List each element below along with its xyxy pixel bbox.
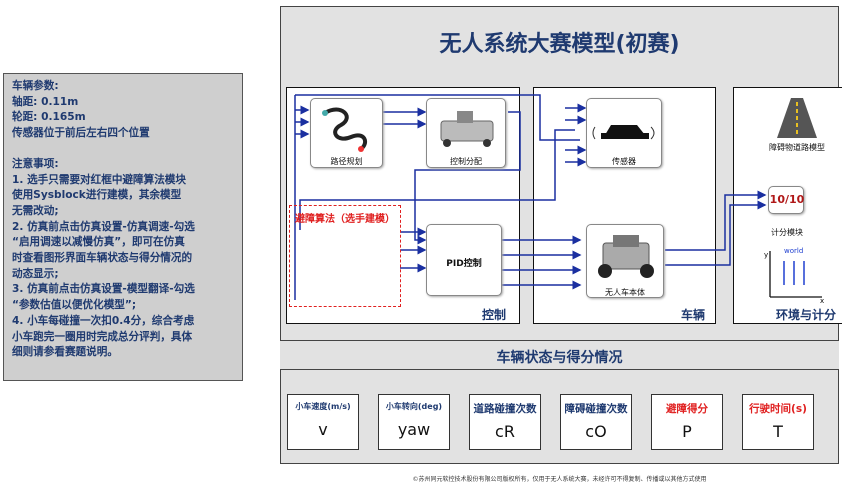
status-display-label: 小车速度(m/s) bbox=[295, 402, 351, 411]
path-icon bbox=[322, 107, 368, 152]
info-line: 无需改动; bbox=[12, 204, 59, 217]
status-display-label: 小车转向(deg) bbox=[385, 402, 443, 411]
info-line: 2. 仿真前点击仿真设置-仿真调速-勾选 bbox=[12, 220, 195, 233]
status-display: 道路碰撞次数 cR bbox=[469, 394, 541, 450]
copyright-footer: ©苏州同元软控技术股份有限公司版权所有，仅用于无人系统大赛，未经许可不得复制、传… bbox=[412, 476, 707, 483]
control-dispatch-block[interactable]: 控制分配 bbox=[426, 98, 506, 168]
world-block[interactable]: y x world bbox=[762, 245, 828, 303]
info-line: 动态显示; bbox=[12, 267, 59, 280]
world-label: world bbox=[784, 247, 804, 255]
status-display: 小车速度(m/s) v bbox=[287, 394, 359, 450]
status-display: 小车转向(deg) yaw bbox=[378, 394, 450, 450]
status-display: 障碍碰撞次数 cO bbox=[560, 394, 632, 450]
svg-text:y: y bbox=[764, 251, 768, 259]
pid-control-block[interactable]: PID控制 bbox=[426, 224, 502, 296]
pid-control-label: PID控制 bbox=[446, 259, 482, 269]
vehicle-group-label: 车辆 bbox=[681, 308, 706, 322]
model-title: 无人系统大赛模型(初赛) bbox=[439, 32, 680, 57]
info-line: “参数估值以便优化模型”; bbox=[12, 299, 137, 312]
status-display: 行驶时间(s) T bbox=[742, 394, 814, 450]
control-dispatch-label: 控制分配 bbox=[450, 157, 482, 166]
world-axes-icon: y x bbox=[764, 251, 824, 303]
info-line: 3. 仿真前点击仿真设置-模型翻译-勾选 bbox=[12, 283, 195, 296]
vehicle-body-label: 无人车本体 bbox=[605, 288, 645, 297]
info-line: 小车跑完一圈用时完成总分评判，具体 bbox=[12, 330, 193, 343]
status-title: 车辆状态与得分情况 bbox=[496, 350, 623, 366]
info-panel: 车辆参数: 轴距: 0.11m 轮距: 0.165m 传感器位于前后左右四个位置注意事… bbox=[3, 73, 243, 381]
vehicle-board-icon bbox=[440, 111, 494, 147]
info-line: 车辆参数: bbox=[12, 80, 59, 92]
status-display-value: P bbox=[682, 422, 692, 441]
status-display-value: cO bbox=[585, 422, 607, 441]
avoid-algorithm-label: 避障算法（选手建模） bbox=[295, 214, 395, 225]
obstacle-road-label: 障碍物道路模型 bbox=[769, 143, 825, 152]
status-display-label: 避障得分 bbox=[666, 403, 708, 415]
info-line: 轴距: 0.11m bbox=[12, 95, 79, 108]
env-group-label: 环境与计分 bbox=[776, 308, 837, 322]
path-planning-block[interactable]: 路径规划 bbox=[310, 98, 383, 168]
control-group-label: 控制 bbox=[482, 308, 507, 322]
car-sensor-icon bbox=[592, 125, 655, 140]
status-display-value: v bbox=[318, 420, 328, 439]
info-line: 传感器位于前后左右四个位置 bbox=[12, 127, 150, 140]
info-line: 注意事项: bbox=[12, 157, 59, 170]
info-line: 细则请参看赛题说明。 bbox=[12, 346, 118, 359]
vehicle-body-block[interactable]: 无人车本体 bbox=[586, 224, 664, 298]
status-bar bbox=[280, 340, 839, 370]
info-line: “启用调速以减慢仿真”，即可在仿真 bbox=[12, 236, 185, 249]
status-display-value: yaw bbox=[397, 420, 431, 439]
info-line: 1. 选手只需要对红框中避障算法模块 bbox=[12, 173, 186, 186]
info-line: 轮距: 0.165m bbox=[12, 111, 86, 124]
status-display: 避障得分 P bbox=[651, 394, 723, 450]
obstacle-road-block[interactable]: 障碍物道路模型 bbox=[765, 96, 829, 156]
path-planning-label: 路径规划 bbox=[330, 157, 363, 166]
status-display-value: T bbox=[773, 422, 783, 441]
status-display-label: 障碍碰撞次数 bbox=[564, 403, 628, 415]
sensor-label: 传感器 bbox=[612, 157, 636, 166]
avoid-algorithm-box[interactable] bbox=[289, 205, 401, 307]
score-value: 10/10 bbox=[769, 193, 805, 206]
info-line: 时查看图形界面车辆状态与得分情况的 bbox=[12, 252, 193, 265]
score-label: 计分模块 bbox=[771, 228, 803, 237]
status-display-label: 道路碰撞次数 bbox=[473, 403, 537, 415]
status-display-label: 行驶时间(s) bbox=[749, 403, 807, 415]
sensor-block[interactable]: 传感器 bbox=[586, 98, 662, 168]
info-line: 4. 小车每碰撞一次扣0.4分，综合考虑 bbox=[12, 314, 195, 327]
score-block[interactable]: 10/10 bbox=[768, 186, 804, 214]
road-icon bbox=[777, 98, 817, 138]
svg-text:x: x bbox=[820, 297, 824, 303]
info-line: 使用Sysblock进行建模，其余模型 bbox=[12, 189, 182, 202]
status-display-value: cR bbox=[495, 422, 515, 441]
robot-car-icon bbox=[598, 235, 654, 278]
